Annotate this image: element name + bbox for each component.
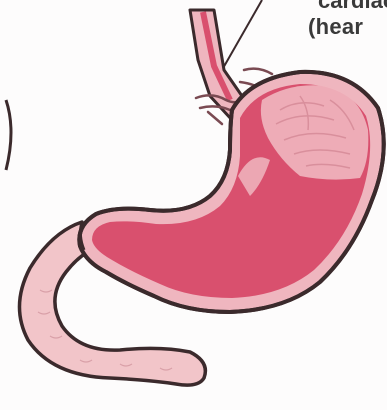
cardia-label: (hear: [308, 14, 363, 40]
cardia-label-top: cardiac: [318, 0, 387, 14]
left-edge-arc: [6, 100, 11, 170]
label-pointer-line: [222, 0, 262, 70]
